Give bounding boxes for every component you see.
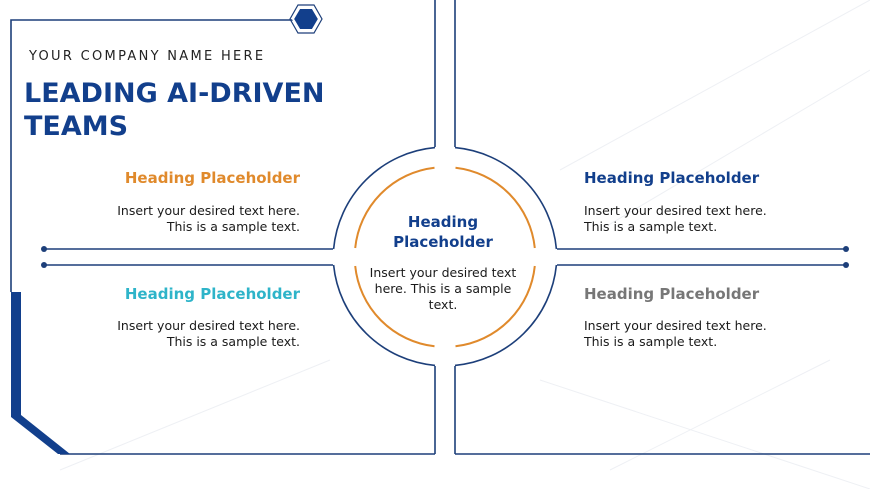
hexagon-icon <box>291 7 321 31</box>
heading-top-left: Heading Placeholder <box>124 169 300 187</box>
inner-ring <box>354 166 536 348</box>
body-bottom-right: Insert your desired text here. This is a… <box>584 318 767 349</box>
body-top-left: Insert your desired text here. This is a… <box>117 203 300 234</box>
body-bottom-left: Insert your desired text here. This is a… <box>117 318 300 349</box>
body-top-right: Insert your desired text here. This is a… <box>584 203 767 234</box>
center-heading: Heading Placeholder <box>393 213 493 251</box>
outer-ring <box>332 146 558 367</box>
left-frame <box>10 19 870 455</box>
heading-top-right: Heading Placeholder <box>584 169 760 187</box>
heading-bottom-right: Heading Placeholder <box>584 285 760 303</box>
line-end-dots <box>41 246 849 268</box>
corner-accent <box>11 292 70 454</box>
hexagon-outline <box>289 4 323 34</box>
background-decoration <box>59 0 870 489</box>
company-name: YOUR COMPANY NAME HERE <box>29 49 266 64</box>
center-body: Insert your desired text here. This is a… <box>369 265 517 312</box>
page-title: LEADING AI-DRIVEN TEAMS <box>24 78 325 142</box>
cross-lines <box>44 0 846 454</box>
heading-bottom-left: Heading Placeholder <box>124 285 300 303</box>
